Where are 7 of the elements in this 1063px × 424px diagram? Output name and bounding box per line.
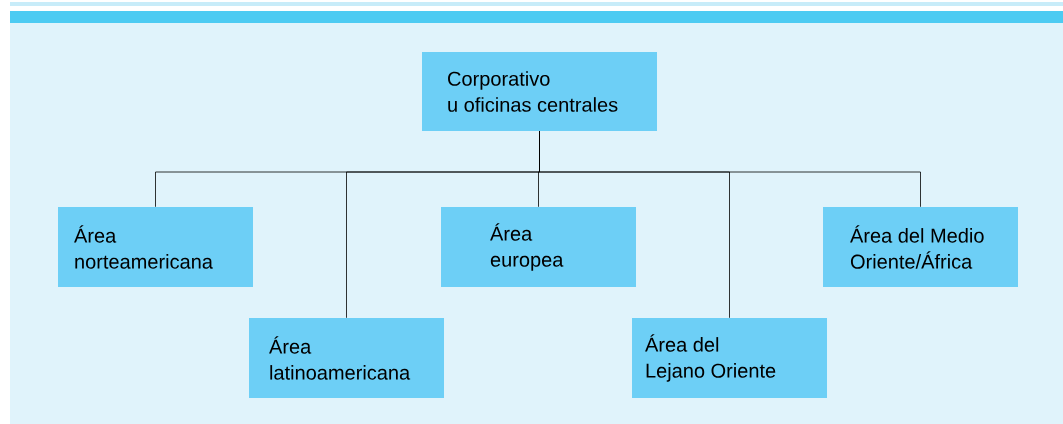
org-box: Área latinoamericana — [249, 318, 444, 398]
org-box: Área del Medio Oriente/África — [823, 207, 1018, 287]
org-box: Corporativo u oficinas centrales — [422, 52, 657, 131]
connector-line — [539, 130, 921, 208]
org-box: Área europea — [441, 207, 636, 287]
org-box: Área norteamericana — [58, 207, 253, 287]
org-box: Área del Lejano Oriente — [632, 318, 827, 398]
